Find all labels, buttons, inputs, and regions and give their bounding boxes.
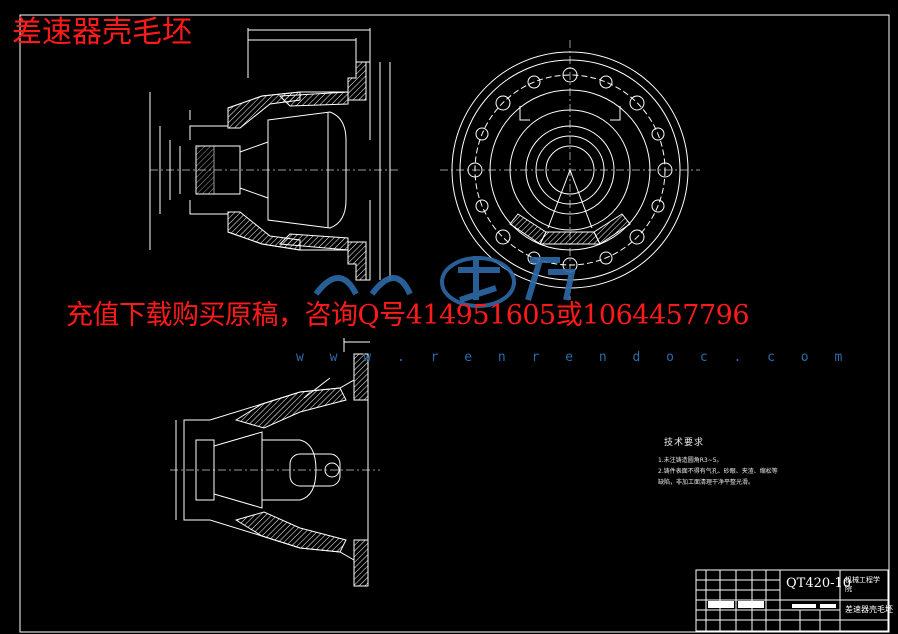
watermark-logo xyxy=(313,256,576,308)
bolt-holes xyxy=(467,67,673,273)
technical-requirement-item: 缺陷，非加工面清理干净平整光滑。 xyxy=(658,479,755,486)
technical-requirement-item: 1.未注铸造圆角R3~5。 xyxy=(658,457,723,464)
front-section-view xyxy=(149,28,400,281)
side-view-flange xyxy=(440,40,700,300)
download-notice: 充值下载购买原稿，咨询Q号414951605或1064457796 xyxy=(66,300,750,331)
watermark-url: w w w . r e n r e n d o c . c o m xyxy=(296,350,852,365)
title-block-material: QT420-10 xyxy=(786,576,852,591)
drawing-border xyxy=(19,14,890,633)
technical-requirements: 技术要求 1.未注铸造圆角R3~5。 2.铸件表面不得有气孔、砂眼、夹渣、缩松等… xyxy=(658,438,778,488)
bottom-section-view xyxy=(170,338,380,587)
technical-requirement-item: 2.铸件表面不得有气孔、砂眼、夹渣、缩松等 xyxy=(658,468,778,475)
title-block xyxy=(695,569,889,632)
title-block-school: 机械工程学院 xyxy=(845,576,880,593)
title-block-drawing-name: 差速器壳毛坯 xyxy=(845,605,893,614)
technical-requirements-heading: 技术要求 xyxy=(664,438,705,448)
drawing-title-overlay: 差速器壳毛坯 xyxy=(12,15,192,50)
